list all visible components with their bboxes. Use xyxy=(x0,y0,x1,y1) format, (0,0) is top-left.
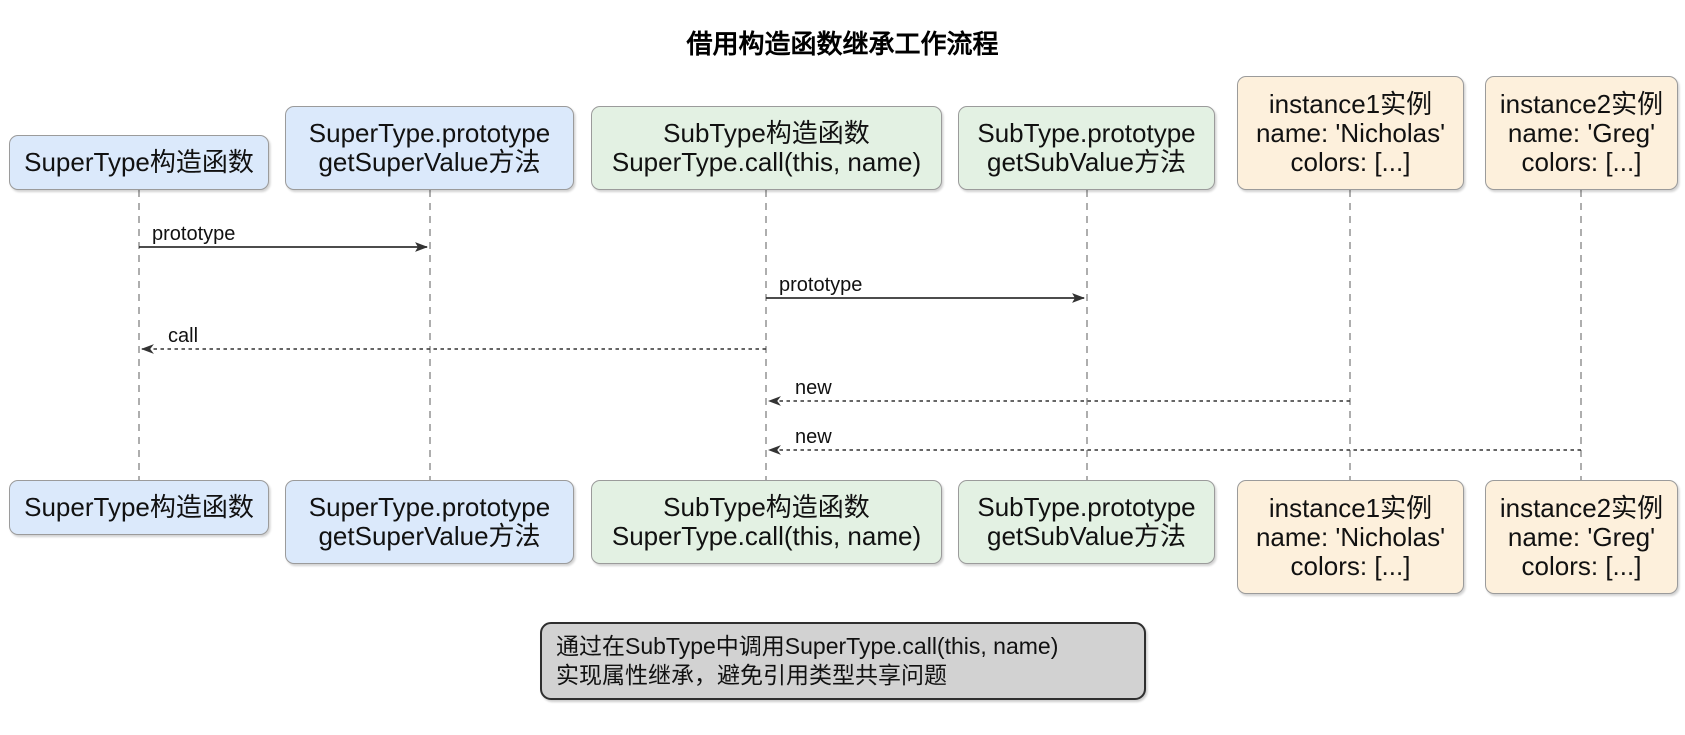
participant-top-supertype-constructor: SuperType构造函数 xyxy=(9,135,269,190)
participant-top-instance2: instance2实例 name: 'Greg' colors: [...] xyxy=(1485,76,1678,190)
participant-label: SuperType构造函数 xyxy=(24,492,254,522)
participant-label: name: 'Greg' xyxy=(1507,117,1656,148)
participant-top-subtype-constructor: SubType构造函数 SuperType.call(this, name) xyxy=(591,106,942,190)
participant-label: SuperType构造函数 xyxy=(24,147,254,177)
participant-label: SuperType.prototype xyxy=(308,118,551,148)
diagram-title: 借用构造函数继承工作流程 xyxy=(686,29,999,59)
participant-label: SuperType.call(this, name) xyxy=(611,521,922,551)
participant-label: SuperType.call(this, name) xyxy=(611,147,922,177)
participant-top-supertype-prototype: SuperType.prototype getSuperValue方法 xyxy=(285,106,574,190)
participant-label: instance2实例 xyxy=(1499,88,1664,119)
participant-label: getSubValue方法 xyxy=(987,147,1186,177)
participant-bottom-instance2: instance2实例 name: 'Greg' colors: [...] xyxy=(1485,480,1678,594)
participant-label: instance1实例 xyxy=(1268,88,1433,119)
participant-label: SubType构造函数 xyxy=(663,492,870,522)
message-label-call: call xyxy=(168,325,199,347)
note-line: 实现属性继承，避免引用类型共享问题 xyxy=(556,662,947,688)
participant-label: SuperType.prototype xyxy=(308,492,551,522)
participant-label: name: 'Nicholas' xyxy=(1255,521,1446,552)
message-label-prototype-2: prototype xyxy=(779,274,863,296)
participant-bottom-supertype-constructor: SuperType构造函数 xyxy=(9,480,269,535)
participant-label: SubType构造函数 xyxy=(663,118,870,148)
participant-label: name: 'Greg' xyxy=(1507,521,1656,552)
participant-label: colors: [...] xyxy=(1521,550,1642,581)
participant-label: SubType.prototype xyxy=(977,118,1196,148)
note-line: 通过在SubType中调用SuperType.call(this, name) xyxy=(556,633,1059,659)
participant-label: instance2实例 xyxy=(1499,492,1664,523)
participant-top-instance1: instance1实例 name: 'Nicholas' colors: [..… xyxy=(1237,76,1464,190)
participant-bottom-subtype-prototype: SubType.prototype getSubValue方法 xyxy=(958,480,1215,564)
participant-label: getSubValue方法 xyxy=(987,521,1186,551)
participant-label: colors: [...] xyxy=(1290,550,1411,581)
message-label-prototype-1: prototype xyxy=(152,223,236,245)
participant-label: name: 'Nicholas' xyxy=(1255,117,1446,148)
participant-label: instance1实例 xyxy=(1268,492,1433,523)
participant-label: getSuperValue方法 xyxy=(318,147,541,177)
message-label-new-2: new xyxy=(795,426,832,448)
participant-bottom-instance1: instance1实例 name: 'Nicholas' colors: [..… xyxy=(1237,480,1464,594)
participant-bottom-supertype-prototype: SuperType.prototype getSuperValue方法 xyxy=(285,480,574,564)
participant-bottom-subtype-constructor: SubType构造函数 SuperType.call(this, name) xyxy=(591,480,942,564)
participant-label: colors: [...] xyxy=(1521,146,1642,177)
participant-label: colors: [...] xyxy=(1290,146,1411,177)
note-box: 通过在SubType中调用SuperType.call(this, name) … xyxy=(540,622,1146,700)
participant-label: getSuperValue方法 xyxy=(318,521,541,551)
participant-label: SubType.prototype xyxy=(977,492,1196,522)
participant-top-subtype-prototype: SubType.prototype getSubValue方法 xyxy=(958,106,1215,190)
message-label-new-1: new xyxy=(795,377,832,399)
